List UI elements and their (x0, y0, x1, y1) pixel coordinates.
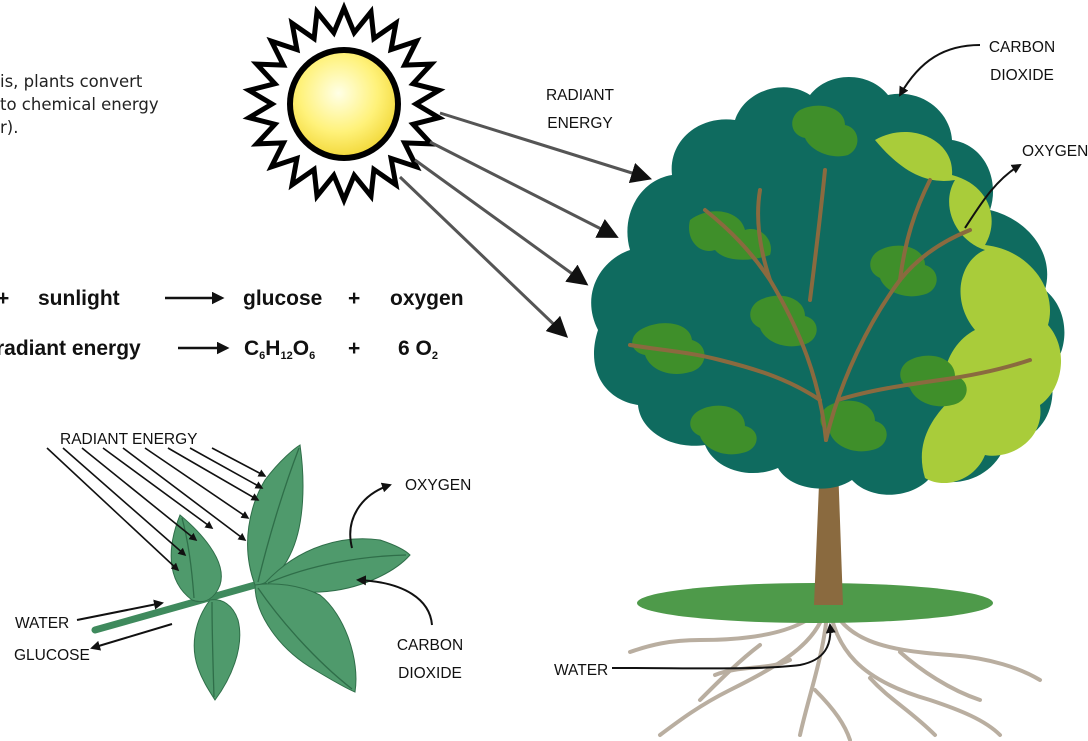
svg-text:GLUCOSE: GLUCOSE (14, 647, 90, 664)
eq-glucose-formula: C6H12O6 (244, 337, 315, 362)
eq-plus-1: + (0, 287, 9, 310)
tree-icon (591, 77, 1064, 740)
svg-text:DIOXIDE: DIOXIDE (398, 665, 462, 682)
eq-glucose: glucose (243, 287, 322, 310)
svg-text:OXYGEN: OXYGEN (1022, 143, 1088, 160)
leaf-label-carbon-dioxide: CARBON DIOXIDE (358, 580, 463, 682)
eq-plus-2: + (348, 287, 360, 310)
leaf-radiant-energy-rays (47, 448, 265, 570)
tree-label-water: WATER (554, 625, 830, 679)
eq-plus-3: + (348, 337, 360, 360)
svg-text:CARBON: CARBON (989, 39, 1055, 56)
leaf-label-radiant-energy: RADIANT ENERGY (60, 431, 198, 448)
tree-label-carbon-dioxide: CARBON DIOXIDE (900, 39, 1055, 95)
equation-line-1: + sunlight glucose + oxygen (0, 287, 464, 310)
svg-text:WATER: WATER (15, 615, 69, 632)
svg-text:DIOXIDE: DIOXIDE (990, 67, 1054, 84)
svg-text:CARBON: CARBON (397, 637, 463, 654)
svg-text:RADIANT: RADIANT (546, 87, 615, 104)
svg-text:OXYGEN: OXYGEN (405, 477, 471, 494)
eq-sunlight: sunlight (38, 287, 120, 310)
equation-line-2: radiant energy C6H12O6 + 6 O2 (0, 337, 438, 362)
eq-radiant-energy: radiant energy (0, 337, 141, 360)
tree-label-radiant-energy: RADIANT ENERGY (546, 87, 615, 132)
svg-text:WATER: WATER (554, 662, 608, 679)
leaf-label-oxygen: OXYGEN (350, 477, 471, 548)
svg-text:ENERGY: ENERGY (547, 115, 612, 132)
eq-oxygen: oxygen (390, 287, 464, 310)
sun-icon (249, 8, 439, 200)
eq-oxygen-formula: 6 O2 (398, 337, 438, 362)
